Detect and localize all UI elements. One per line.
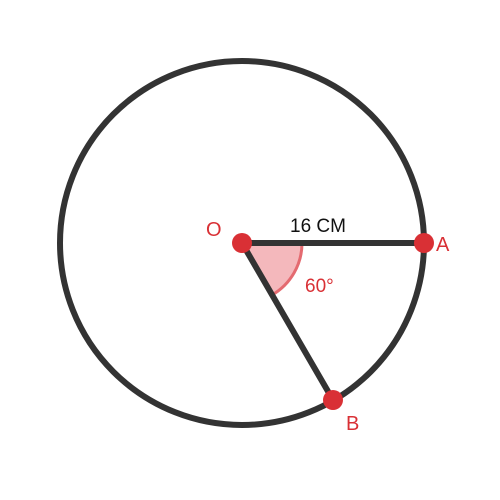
point-a-label: A: [436, 234, 450, 256]
point-b: [323, 390, 343, 410]
angle-sector: [242, 243, 303, 295]
angle-arc: [271, 242, 304, 297]
point-o-label: O: [206, 219, 222, 241]
angle-measure-label: 60°: [305, 276, 334, 297]
radius-length-label: 16 CM: [290, 216, 346, 237]
point-a: [414, 233, 434, 253]
point-b-label: B: [346, 413, 359, 435]
radius-ob: [239, 240, 336, 403]
point-o: [232, 233, 252, 253]
